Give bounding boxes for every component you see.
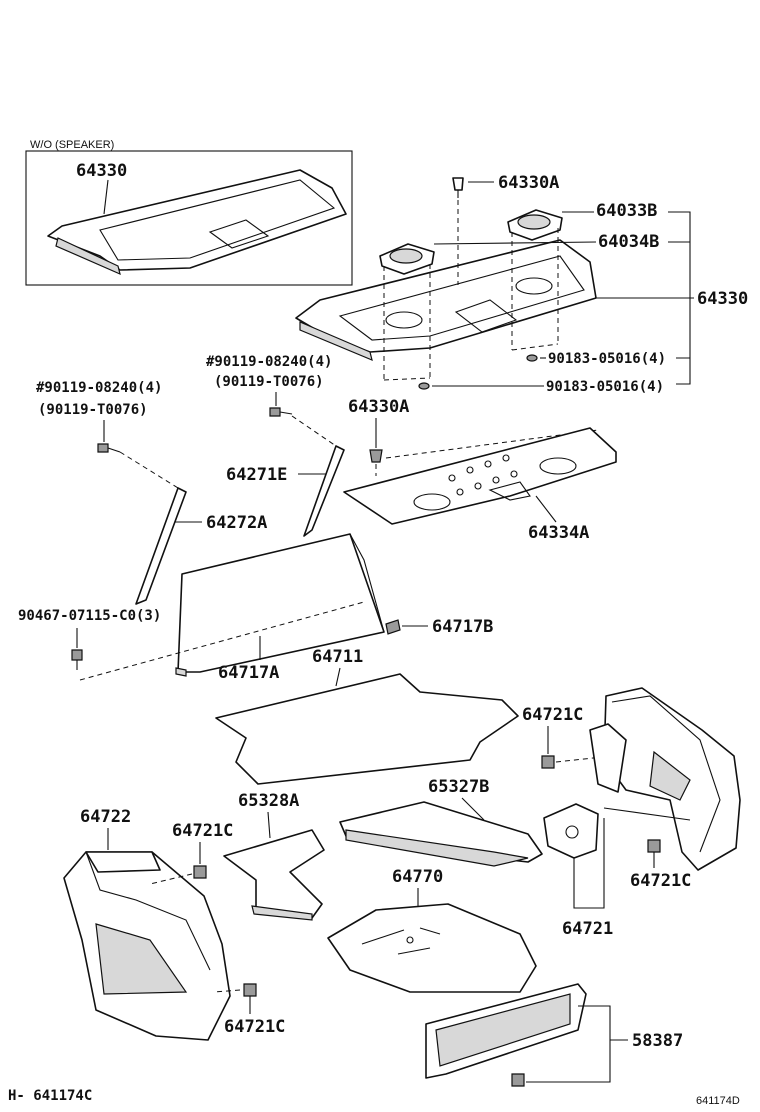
- label-64033b: 64033B: [596, 201, 657, 221]
- spare-tire-cover-64770: [327, 903, 537, 993]
- label-90183-2: 90183-05016(4): [546, 379, 664, 395]
- label-wo-speaker: W/O (SPEAKER): [30, 139, 114, 151]
- clip-projection-64721c-3: [213, 989, 241, 993]
- leader-65327b: [461, 797, 485, 821]
- label-64770: 64770: [392, 867, 443, 887]
- speaker-grille-64034b: [379, 243, 435, 275]
- clip-64721c-1: [541, 755, 555, 769]
- leader-64711: [335, 667, 341, 687]
- speaker-projection-lines: [383, 228, 559, 380]
- clip-64721c-2: [193, 865, 207, 879]
- clip-64717b: [385, 619, 401, 635]
- side-trim-left-64722: [63, 851, 231, 1041]
- footer-right-code: 641174D: [696, 1095, 740, 1107]
- leader-64334a: [535, 495, 557, 523]
- label-64330a-mid: 64330A: [348, 397, 409, 417]
- trim-board-65327b: [339, 801, 543, 867]
- leader-64330-inset: [103, 179, 109, 215]
- bolt-projection-right: [291, 415, 337, 447]
- brace-64272a: [135, 487, 187, 605]
- clip-projection-64721c-2: [149, 873, 193, 885]
- trim-board-65328a: [223, 829, 325, 921]
- speaker-projection-base: [383, 343, 559, 381]
- package-tray-no-speaker: [47, 169, 347, 276]
- clip-64330a-mid: [369, 449, 383, 463]
- bracket-58387: [526, 1005, 628, 1083]
- trim-board-64334a: [343, 427, 617, 525]
- trunk-floor-mat-64711: [215, 673, 519, 785]
- label-64721c-1: 64721C: [522, 705, 583, 725]
- clip-90183-2: [418, 382, 430, 390]
- label-90467: 90467-07115-C0(3): [18, 608, 161, 624]
- clip-projection-mid: [375, 429, 599, 476]
- bolt-projection-left: [119, 451, 179, 489]
- label-64272a: 64272A: [206, 513, 267, 533]
- label-64721c-4: 64721C: [630, 871, 691, 891]
- label-90119-t0076-right: (90119-T0076): [214, 374, 324, 390]
- brace-64271e: [303, 445, 345, 537]
- bracket-64721: [543, 803, 599, 859]
- label-64330a-top: 64330A: [498, 173, 559, 193]
- label-64334a: 64334A: [528, 523, 589, 543]
- clip-64330a-top: [452, 177, 464, 198]
- leader-65328a: [267, 811, 271, 839]
- label-64721c-2: 64721C: [172, 821, 233, 841]
- label-90119-08240-left: #90119-08240(4): [36, 380, 162, 396]
- front-trim-projection: [79, 601, 365, 681]
- label-65327b: 65327B: [428, 777, 489, 797]
- package-tray-with-speakers: [295, 239, 597, 362]
- label-64271e: 64271E: [226, 465, 287, 485]
- clip-90183-1: [526, 354, 538, 362]
- label-64711: 64711: [312, 647, 363, 667]
- label-64722: 64722: [80, 807, 131, 827]
- bracket-64721-lines: [573, 807, 691, 909]
- label-64717b: 64717B: [432, 617, 493, 637]
- bolt-90467: [71, 649, 83, 670]
- label-64717a: 64717A: [218, 663, 279, 683]
- label-90119-t0076-left: (90119-T0076): [38, 402, 148, 418]
- clip-64721c-3: [243, 983, 257, 997]
- speaker-grille-64033b: [507, 209, 563, 241]
- cover-58387: [425, 983, 587, 1079]
- label-90119-08240-right: #90119-08240(4): [206, 354, 332, 370]
- clip-64721c-4: [647, 839, 661, 853]
- label-64330-right: 64330: [697, 289, 748, 309]
- label-64034b: 64034B: [598, 232, 659, 252]
- clip-58387: [511, 1073, 525, 1087]
- trunk-front-trim-64717a: [175, 533, 385, 677]
- footer-left-code: H- 641174C: [8, 1088, 92, 1104]
- label-64721c-3: 64721C: [224, 1017, 285, 1037]
- label-65328a: 65328A: [238, 791, 299, 811]
- bolt-90119-right: [269, 407, 293, 417]
- label-90183-1: 90183-05016(4): [548, 351, 666, 367]
- label-64721: 64721: [562, 919, 613, 939]
- inset-box: [25, 150, 353, 286]
- label-58387: 58387: [632, 1031, 683, 1051]
- side-trim-right-64721: [589, 687, 741, 871]
- label-64330-inset: 64330: [76, 161, 127, 181]
- bolt-90119-left: [97, 443, 121, 453]
- leader-64034b: [433, 241, 597, 245]
